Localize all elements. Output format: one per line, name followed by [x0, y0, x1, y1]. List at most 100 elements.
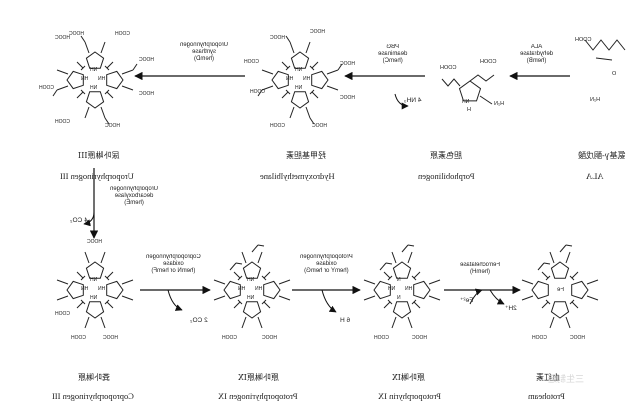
pyrrole-nh-label: NH [90, 85, 98, 91]
side-chain [428, 279, 441, 285]
carboxyl-label: HOOC [340, 95, 355, 101]
pyrrole-ring [66, 70, 84, 90]
side-chain [56, 279, 69, 285]
side-chain [285, 35, 291, 43]
pyrrole-ring [242, 301, 262, 319]
vinyl-group [537, 262, 545, 271]
enzyme-line: oxidase [316, 260, 337, 267]
meso-bond [281, 61, 289, 69]
side-chain [100, 106, 106, 119]
meso-bond [413, 301, 421, 309]
pyrrole-nh-label: HN [98, 76, 106, 82]
side-chain [56, 85, 69, 91]
pyrrole-ring [311, 70, 329, 90]
meso-bond [233, 271, 241, 279]
pyrrole-ring [392, 261, 412, 279]
pyrrole-ring [106, 70, 124, 90]
carboxyl-label: HOOC [412, 335, 427, 341]
compound-en-pbg: Porphobilinogen [418, 171, 475, 181]
compound-en-uro: Uroporphyrinogen III [60, 171, 134, 181]
compound-cn-proto: 原卟啉IX [392, 373, 425, 382]
side-chain [278, 279, 291, 285]
side-chain [305, 106, 311, 119]
pyrrole-ring [242, 261, 262, 279]
vinyl-group [235, 262, 243, 265]
carboxyl-label: COOH [532, 335, 547, 341]
side-chain [469, 74, 495, 82]
pyrrole-ring [85, 301, 105, 319]
enzyme-line: (hemE) [124, 199, 144, 206]
side-chain [121, 295, 134, 301]
side-chain [391, 251, 397, 264]
enzyme-line: Uroporphyrinogen [110, 186, 159, 192]
amine-label: H₂N [494, 101, 505, 107]
enzyme-uroporphyrinogen-decarboxylase: Uroporphyrinogen decarboxylase (hemE) [110, 186, 158, 207]
enzyme-line: Uroporphyrinogen [180, 42, 229, 48]
side-chain [100, 41, 106, 54]
pyrrole-ring [85, 261, 105, 279]
compound-en-hmb: Hydroxymethylbilane [260, 171, 335, 181]
enzyme-line: dehydratase [520, 50, 554, 57]
vinyl-group [229, 262, 237, 271]
byproduct-2co2: 2 CO₂ [190, 317, 208, 324]
enzyme-line: PBG [386, 44, 400, 50]
side-chain [521, 295, 534, 301]
side-chain [56, 69, 69, 75]
side-chain [84, 106, 90, 119]
reaction-arrows [83, 71, 570, 313]
carboxyl-label: HOOC [570, 335, 585, 341]
carboxyl-label: HOOC [270, 35, 285, 41]
side-chain [363, 295, 376, 301]
arrow-fe-insertion [469, 288, 483, 305]
pyrrole-nh-label: NH [247, 295, 255, 301]
iron-center-label: Fe [557, 287, 565, 293]
side-chain [326, 85, 339, 91]
pyrrole-nh-label: N [397, 277, 401, 283]
pyrrole-nh-label: HN [303, 76, 311, 82]
side-chain [549, 316, 555, 329]
meso-bond [106, 61, 114, 69]
amine-label: H₂N [590, 97, 601, 103]
enzyme-coproporphyrinogen-oxidase: Coproporphyrinogen oxidase (hemN or hemF… [146, 254, 201, 275]
vinyl-group [251, 244, 259, 253]
carboxyl-label: HOOC [69, 31, 84, 37]
arrow-co2-release [83, 211, 95, 227]
side-chain [104, 117, 110, 125]
compound-en-ala: ALA [586, 171, 604, 181]
vinyl-group [407, 244, 415, 247]
compound-en-copro: Coproporphyrinogen III [52, 391, 134, 401]
side-chain [428, 295, 441, 301]
side-chain [407, 316, 413, 329]
arrow-ammonia-release [394, 93, 409, 110]
pyrrole-nh-label: NH [90, 277, 98, 283]
pyrrole-nh-label: HN [81, 76, 89, 82]
pyrrole-nh-label: HN [98, 286, 106, 292]
enzyme-protoporphyrinogen-oxidase: Protoporphyrinogen oxidase (hemY or hemG… [300, 254, 353, 275]
enzyme-line: decarboxylase [114, 192, 154, 199]
compound-cn-copro: 粪卟啉原 [78, 373, 110, 382]
pyrrole-ring [263, 280, 281, 300]
enzyme-uroporphyrinogen-synthase: Uroporphyrinogen synthase (hemD) [180, 42, 228, 63]
pyrrole-nh-label: NH [247, 277, 255, 283]
meso-bond [76, 61, 84, 69]
carboxyl-label: COOH [250, 89, 265, 95]
side-chain [132, 63, 138, 71]
carboxyl-label: COOH [55, 119, 70, 125]
pyrrole-nh-label: HN [81, 286, 89, 292]
pyrrole-ring [413, 280, 431, 300]
side-chain [121, 69, 134, 75]
side-chain [326, 69, 339, 75]
pyrrole-nh-label: HN [286, 76, 294, 82]
carboxyl-label: HOOC [139, 91, 154, 97]
enzyme-line: Protoporphyrinogen [300, 254, 353, 260]
enzyme-line: Coproporphyrinogen [146, 254, 201, 260]
meso-bond [541, 301, 549, 309]
byproduct-4co2: 4 CO₂ [70, 217, 88, 224]
carboxyl-label: HOOC [55, 35, 70, 41]
carboxyl-label: HOOC [262, 335, 277, 341]
side-chain [586, 279, 599, 285]
compound-cn-hmb: 羟甲基胆素 [286, 151, 326, 160]
side-chain [56, 295, 69, 301]
compound-cn-pbg: 胆色素原 [430, 151, 462, 160]
enzyme-line: (hemB) [526, 57, 547, 64]
